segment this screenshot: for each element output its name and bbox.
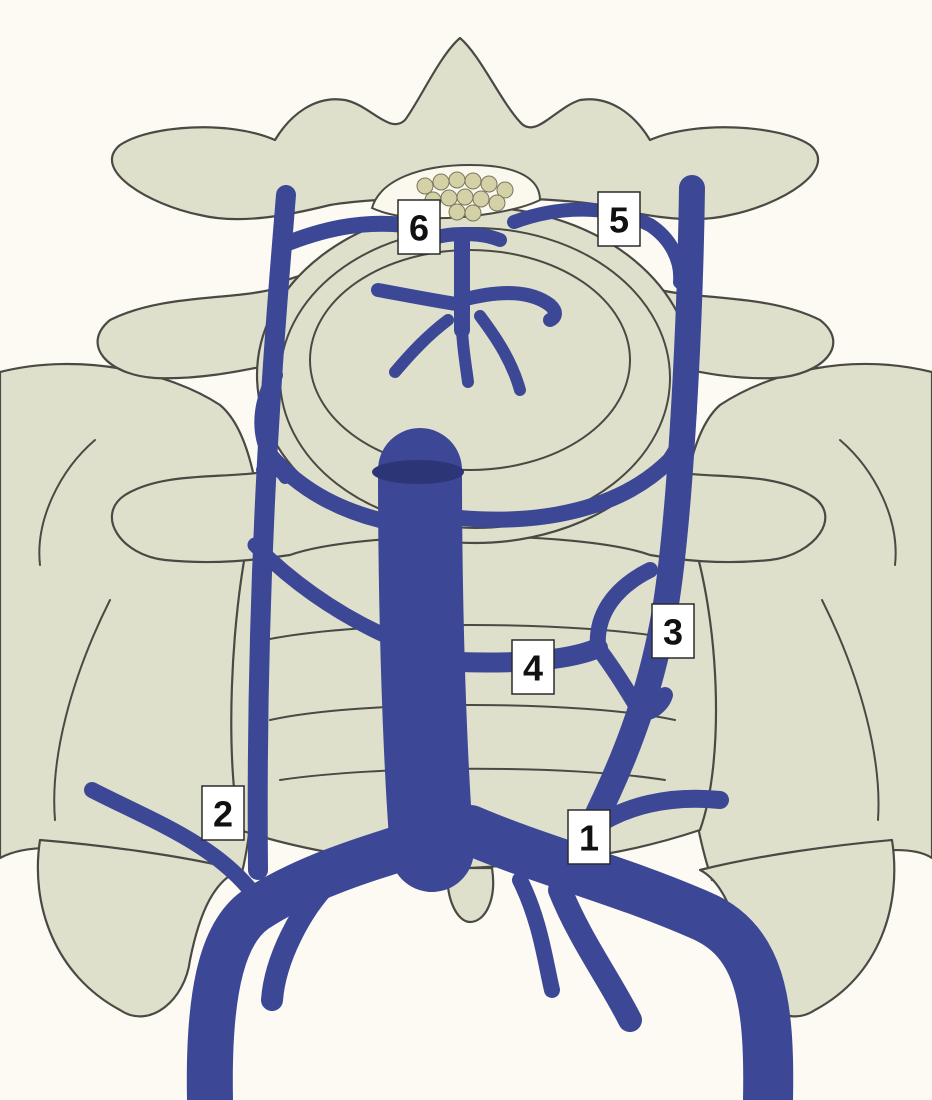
basivertebral-lower-mid bbox=[462, 330, 468, 382]
label-4: 4 bbox=[512, 640, 554, 694]
label-2: 2 bbox=[202, 786, 244, 840]
label-6: 6 bbox=[398, 200, 440, 254]
label-2-text: 2 bbox=[213, 794, 233, 835]
label-1-text: 1 bbox=[579, 818, 599, 859]
inferior-vena-cava bbox=[420, 470, 432, 850]
ivc-cut-end bbox=[372, 460, 464, 484]
label-5: 5 bbox=[598, 192, 640, 246]
median-sacral-vein bbox=[520, 880, 552, 990]
label-1: 1 bbox=[568, 810, 610, 864]
label-3-text: 3 bbox=[663, 612, 683, 653]
label-3: 3 bbox=[652, 604, 694, 658]
label-4-text: 4 bbox=[523, 648, 543, 689]
label-6-text: 6 bbox=[409, 208, 429, 249]
label-5-text: 5 bbox=[609, 200, 629, 241]
